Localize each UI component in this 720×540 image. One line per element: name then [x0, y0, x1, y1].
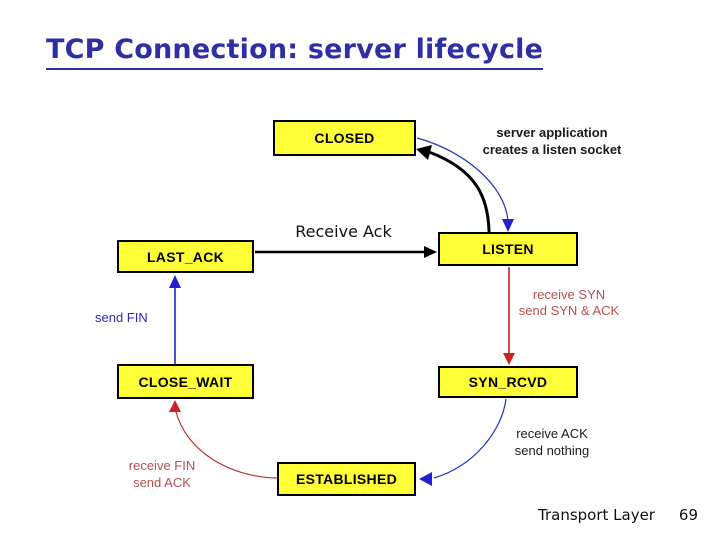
state-box-syn-rcvd: SYN_RCVD: [438, 366, 578, 398]
transition-label-line: send ACK: [133, 475, 191, 490]
state-label: ESTABLISHED: [295, 471, 398, 487]
arrow-listen-to-synrcvd: [503, 267, 515, 365]
arrowhead-left-icon: [419, 472, 432, 486]
state-box-close-wait: CLOSE_WAIT: [117, 364, 254, 399]
state-box-established: ESTABLISHED: [277, 462, 416, 496]
slide-footer: Transport Layer 69: [538, 506, 698, 524]
arrow-closed-to-listen: [416, 137, 514, 232]
footer-label: Transport Layer: [538, 506, 655, 524]
arrowhead-up-icon: [169, 400, 181, 412]
state-label: CLOSE_WAIT: [138, 373, 233, 390]
arrow-lastack-to-listen: [255, 246, 437, 258]
arrowhead-down-icon: [503, 353, 515, 365]
arrowhead-left-icon: [416, 145, 432, 160]
transition-label-receive-ack: Receive Ack: [295, 222, 392, 241]
arrow-closewait-to-lastack: [169, 275, 181, 364]
arrow-synrcvd-to-established: [419, 398, 507, 486]
arrowhead-up-icon: [169, 275, 181, 288]
arrowhead-down-icon: [502, 219, 514, 232]
transition-label-receive-ack-established: receive ACK send nothing: [496, 425, 608, 459]
state-label: LISTEN: [482, 241, 534, 257]
arrow-established-to-closewait: [169, 400, 278, 479]
state-box-listen: LISTEN: [438, 232, 578, 266]
state-label: CLOSED: [314, 130, 375, 146]
arrow-listen-to-closed: [416, 145, 491, 233]
transition-label-line: receive SYN: [532, 287, 606, 302]
transition-label-line: send SYN & ACK: [518, 303, 620, 318]
transition-label-line: receive ACK: [516, 426, 588, 441]
page-title: TCP Connection: server lifecycle: [46, 34, 544, 70]
state-label: LAST_ACK: [146, 248, 225, 265]
page-number: 69: [678, 506, 698, 524]
transition-label-receive-fin: receive FIN send ACK: [113, 457, 211, 491]
state-box-last-ack: LAST_ACK: [117, 240, 254, 273]
transition-label-line: server application: [496, 125, 608, 140]
transition-label-line: send nothing: [514, 443, 590, 458]
state-label: SYN_RCVD: [468, 374, 548, 390]
state-box-closed: CLOSED: [273, 120, 416, 156]
transition-label-create-socket: server application creates a listen sock…: [452, 124, 652, 158]
transition-label-receive-syn: receive SYN send SYN & ACK: [503, 287, 635, 319]
transition-label-line: creates a listen socket: [482, 142, 622, 157]
transition-label-send-fin: send FIN: [95, 310, 148, 325]
transition-label-line: receive FIN: [128, 458, 196, 473]
arrowhead-right-icon: [424, 246, 437, 258]
